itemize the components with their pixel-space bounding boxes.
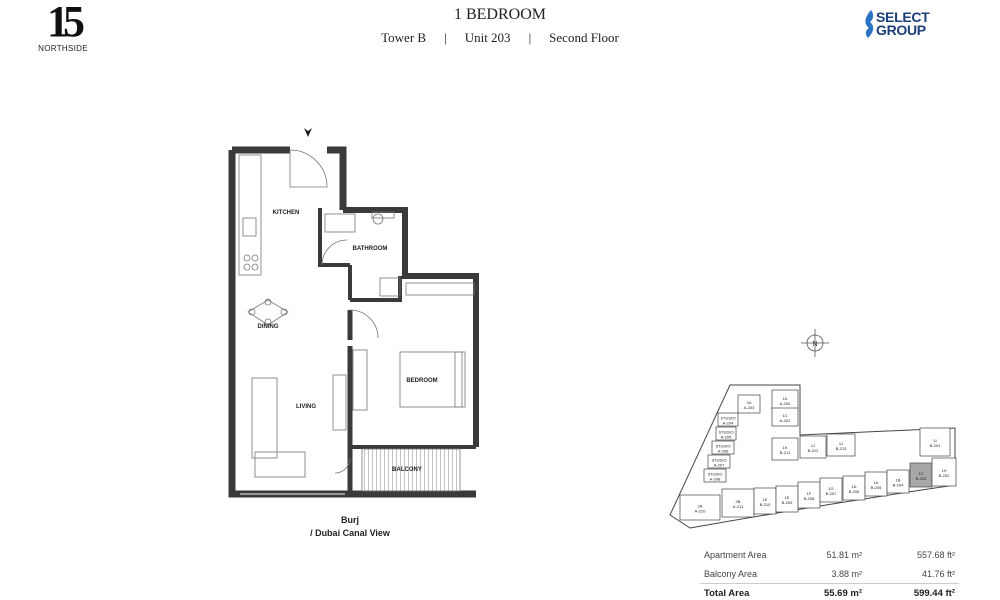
unit-label: Unit 203 xyxy=(464,30,511,45)
svg-text:1B: 1B xyxy=(896,478,901,483)
room-label-bathroom: BATHROOM xyxy=(353,246,388,252)
room-label-dining: DINING xyxy=(258,324,279,330)
room-label-balcony: BALCONY xyxy=(392,467,422,473)
svg-text:1E: 1E xyxy=(785,495,790,500)
svg-text:2B: 2B xyxy=(736,499,741,504)
svg-text:2A: 2A xyxy=(698,504,703,509)
entrance-arrow-icon xyxy=(304,128,312,137)
room-label-kitchen: KITCHEN xyxy=(273,210,300,216)
svg-text:1F: 1F xyxy=(807,491,812,496)
key-plan-unit: 1EB-210 xyxy=(753,487,777,515)
key-plan-unit: 2AA-210 xyxy=(679,494,721,521)
svg-text:1I: 1I xyxy=(933,438,936,443)
svg-text:2A: 2A xyxy=(747,400,752,405)
svg-text:B-202: B-202 xyxy=(939,473,950,478)
key-plan-unit: 1CB-203 xyxy=(909,462,933,488)
svg-text:A-208: A-208 xyxy=(710,477,721,482)
svg-text:1C: 1C xyxy=(782,413,787,418)
key-plan-unit: 1IB-201 xyxy=(919,427,951,457)
svg-text:1H: 1H xyxy=(941,468,946,473)
walls xyxy=(228,146,479,498)
svg-text:1J: 1J xyxy=(811,443,815,448)
unit-subtitle: Tower B|Unit 203|Second Floor xyxy=(381,30,619,45)
svg-text:STUDIO: STUDIO xyxy=(715,444,730,449)
svg-text:B-207: B-207 xyxy=(826,491,837,496)
view-label: Burj / Dubai Canal View xyxy=(310,515,390,538)
svg-text:N: N xyxy=(812,341,817,348)
svg-text:A-201: A-201 xyxy=(780,418,791,423)
svg-text:B-203: B-203 xyxy=(916,476,927,481)
svg-text:STUDIO: STUDIO xyxy=(718,430,733,435)
northside-logo: 15 NORTHSIDE xyxy=(38,0,88,53)
svg-text:1D: 1D xyxy=(782,396,787,401)
svg-text:B-211: B-211 xyxy=(780,450,791,455)
tower-label: Tower B xyxy=(381,30,427,45)
svg-text:B-206: B-206 xyxy=(849,489,860,494)
svg-text:B-201: B-201 xyxy=(930,443,941,448)
svg-text:1C: 1C xyxy=(918,471,923,476)
svg-text:1G: 1G xyxy=(828,486,833,491)
svg-text:1A: 1A xyxy=(852,484,857,489)
svg-text:A-204: A-204 xyxy=(723,421,734,426)
svg-text:B-212: B-212 xyxy=(808,448,819,453)
key-plan-unit: 2AA-203 xyxy=(737,394,761,414)
svg-text:B-208: B-208 xyxy=(804,496,815,501)
svg-text:A-207: A-207 xyxy=(714,463,725,468)
key-plan-unit: 1BB-204 xyxy=(886,469,910,494)
key-plan-unit: 2BA-211 xyxy=(721,488,755,518)
svg-text:A-203: A-203 xyxy=(744,405,755,410)
svg-text:A-210: A-210 xyxy=(695,509,706,514)
svg-text:B-205: B-205 xyxy=(871,485,882,490)
fixtures xyxy=(238,149,475,492)
key-plan-unit: 1DA-202 xyxy=(771,389,799,411)
key-plan-unit: 1EB-209 xyxy=(775,485,799,513)
room-label-bedroom: BEDROOM xyxy=(406,378,437,384)
key-plan-unit: 1AB-205 xyxy=(864,471,888,497)
compass-icon: N xyxy=(801,329,829,357)
svg-text:STUDIO: STUDIO xyxy=(711,458,726,463)
svg-text:A-211: A-211 xyxy=(733,504,744,509)
unit-type-title: 1 BEDROOM xyxy=(453,6,546,23)
svg-text:A-205: A-205 xyxy=(721,435,732,440)
svg-text:1A: 1A xyxy=(874,480,879,485)
select-flame-icon xyxy=(865,10,874,38)
room-label-living: LIVING xyxy=(296,404,316,410)
svg-text:1K: 1K xyxy=(783,445,788,450)
key-plan-unit: 1JB-212 xyxy=(799,435,827,459)
svg-text:STUDIO: STUDIO xyxy=(720,416,735,421)
floor-label: Second Floor xyxy=(549,30,619,45)
key-plan-unit: 1CA-201 xyxy=(771,407,799,427)
svg-text:B-213: B-213 xyxy=(836,446,847,451)
key-plan-unit: 1GB-207 xyxy=(819,477,843,503)
svg-text:1E: 1E xyxy=(763,497,768,502)
svg-text:A-202: A-202 xyxy=(780,401,791,406)
key-plan-unit: 1JB-213 xyxy=(826,433,856,457)
svg-text:STUDIO: STUDIO xyxy=(707,472,722,477)
svg-text:B-210: B-210 xyxy=(760,502,771,507)
svg-text:B-209: B-209 xyxy=(782,500,793,505)
key-plan-unit: 1FB-208 xyxy=(797,481,821,509)
key-plan-unit: 1AB-206 xyxy=(842,475,866,501)
key-plan: 2AA-2031DA-2021CA-201STUDIOA-204STUDIOA-… xyxy=(669,384,957,529)
svg-text:A-206: A-206 xyxy=(718,449,729,454)
svg-text:1J: 1J xyxy=(839,441,843,446)
key-plan-unit: 1HB-202 xyxy=(931,457,957,487)
key-plan-unit: 1KB-211 xyxy=(771,437,799,461)
svg-text:B-204: B-204 xyxy=(893,483,904,488)
